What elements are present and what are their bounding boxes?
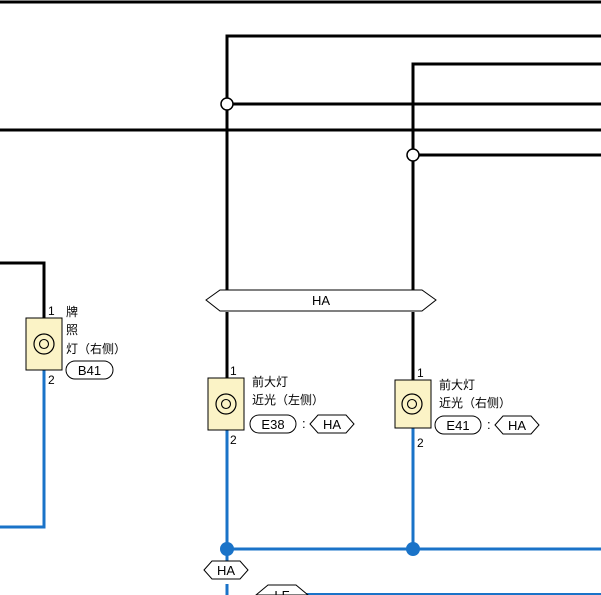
license-lamp-label-line2: 照 (66, 323, 78, 337)
lamp-bulb-icon (33, 333, 55, 355)
splice-point-left (220, 97, 234, 111)
headlamp-right-connector-badge (434, 415, 482, 435)
headlamp-left-body (207, 377, 245, 431)
headlamp-right-connector-label: E41 (446, 418, 469, 433)
headlamp-left-pin-top: 1 (230, 364, 237, 378)
headlamp-left-colon: : (302, 416, 306, 431)
bottom-harness-tag-lf-label: LF (274, 588, 289, 595)
splice-point-right (406, 148, 420, 162)
bottom-harness-tag-ha-label: HA (217, 563, 235, 578)
headlamp-left-connector-label: E38 (261, 417, 284, 432)
headlamp-left-feed-wire (225, 34, 601, 290)
headlamp-left-harness-label: HA (323, 417, 341, 432)
headlamp-left-pin-bottom: 2 (230, 433, 237, 447)
headlamp-right-harness-tag (494, 415, 540, 435)
headlamp-left-label-line2: 近光（左侧） (252, 392, 324, 407)
headlamp-right-label-line2: 近光（右侧） (439, 395, 511, 410)
headlamp-left-label-line1: 前大灯 (252, 374, 288, 389)
harness-bar-label: HA (312, 293, 330, 308)
license-lamp-pin-bottom: 2 (48, 373, 55, 387)
license-lamp-connector-badge (65, 360, 114, 380)
license-lamp-feed-wire (0, 261, 46, 318)
headlamp-right-pin-bottom: 2 (417, 436, 424, 450)
license-lamp-label-line1: 牌 (66, 305, 78, 319)
ground-junction-left (220, 542, 234, 556)
headlamp-left-harness-tag (309, 414, 355, 434)
harness-bar (205, 289, 437, 312)
headlamp-right-harness-label: HA (508, 418, 526, 433)
headlamp-left-connector-badge (249, 414, 297, 434)
headlamp-right-label-line1: 前大灯 (439, 377, 475, 392)
ground-junction-right (406, 542, 420, 556)
license-lamp-label-line3: 灯（右侧） (66, 341, 126, 356)
headlamp-right-feed-wire (411, 62, 601, 290)
license-lamp-ground-wire (0, 370, 46, 529)
bottom-harness-tag-ha (203, 560, 249, 580)
license-lamp-body (25, 317, 63, 371)
lamp-bulb-icon (215, 393, 237, 415)
headlamp-right-colon: : (487, 417, 491, 432)
headlamp-right-body (394, 379, 432, 429)
headlamp-right-pin-top: 1 (417, 366, 424, 380)
license-lamp-connector-label: B41 (78, 363, 101, 378)
license-lamp-pin-top: 1 (48, 304, 55, 318)
bottom-harness-tag-lf (255, 584, 309, 595)
lamp-bulb-icon (401, 393, 423, 415)
